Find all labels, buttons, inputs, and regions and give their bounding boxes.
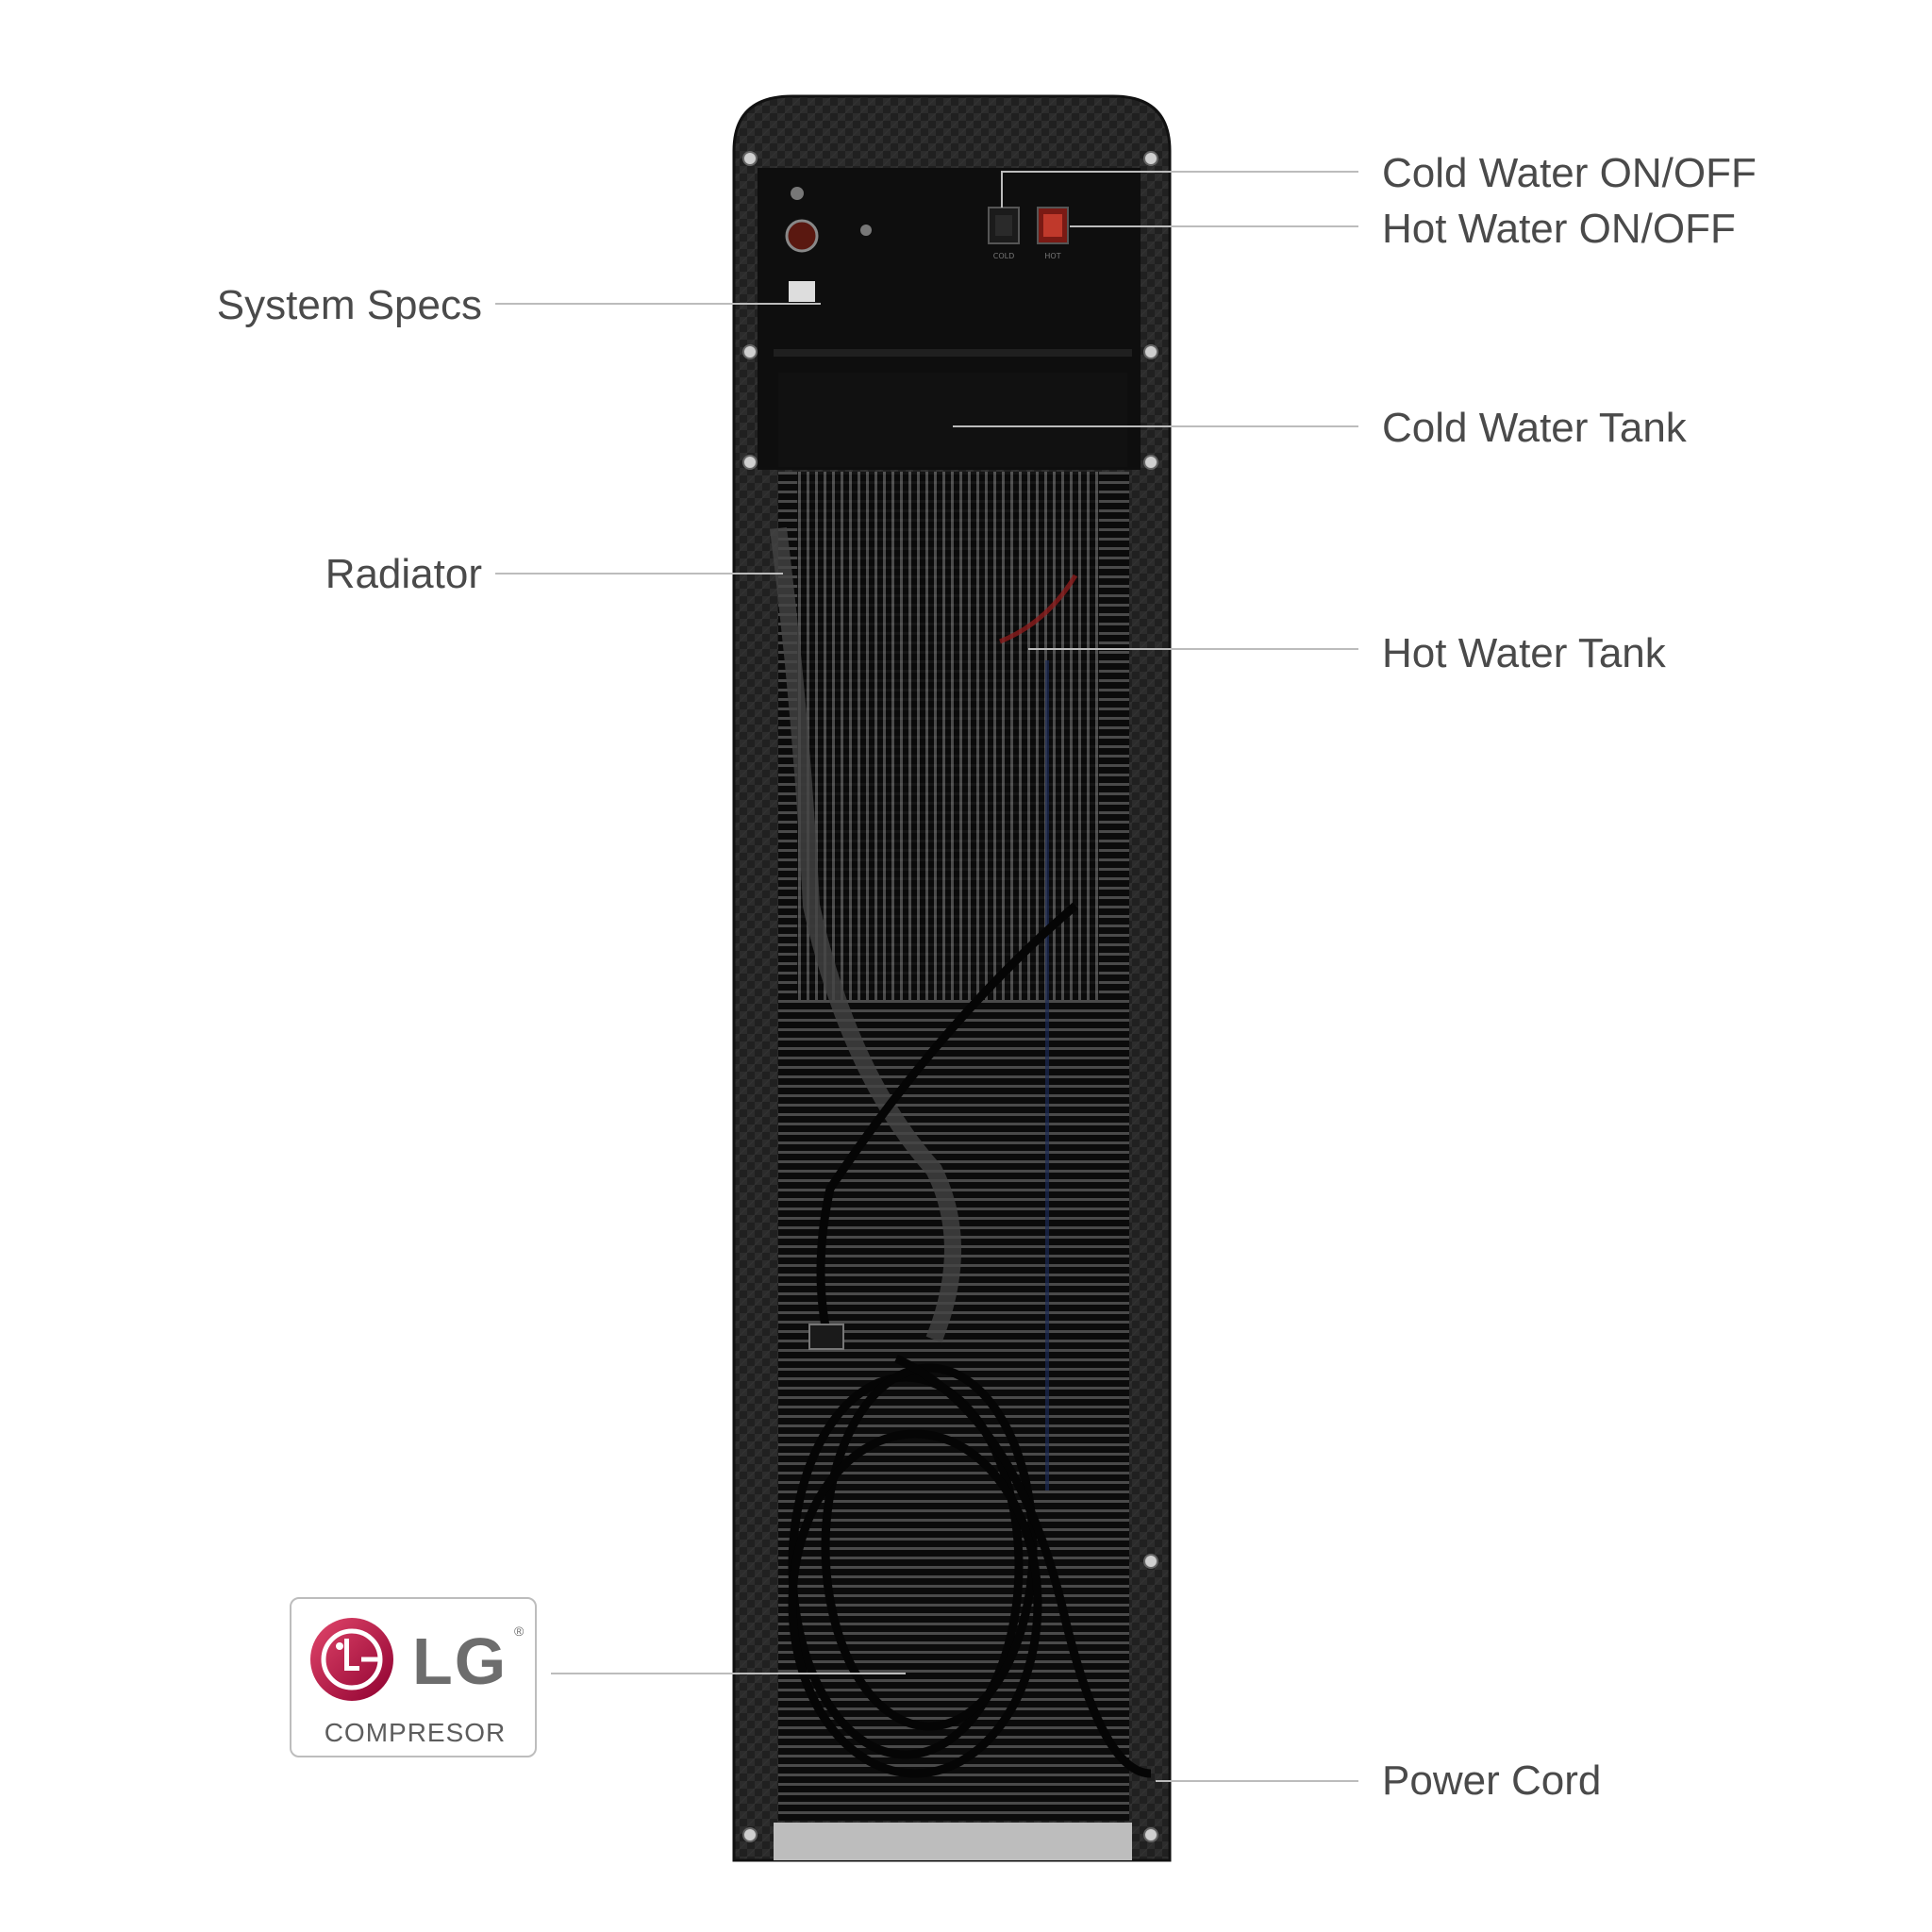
base-plate (774, 1823, 1132, 1860)
compressor-caption: COMPRESOR (324, 1718, 507, 1747)
callout-cold-water-tank: Cold Water Tank (1382, 405, 1687, 451)
callout-cold-water-switch: Cold Water ON/OFF (1382, 150, 1757, 196)
callout-radiator: Radiator (325, 551, 482, 597)
cold-switch-leader (1001, 171, 1358, 208)
callout-power-cord: Power Cord (1382, 1757, 1602, 1804)
thermostat-knob-icon[interactable] (785, 219, 819, 253)
hot-water-switch[interactable] (1037, 207, 1069, 244)
screws (742, 151, 1158, 1842)
hot-switch-caption: HOT (1044, 252, 1060, 260)
callout-system-specs: System Specs (216, 282, 482, 328)
callout-hot-water-switch: Hot Water ON/OFF (1382, 206, 1736, 252)
dispenser-cabinet: COLD HOT (732, 94, 1172, 1862)
registered-mark: ® (514, 1624, 525, 1639)
cold-water-switch[interactable] (988, 207, 1020, 244)
callout-leader-lines (495, 171, 1358, 1782)
cold-switch-caption: COLD (993, 252, 1015, 260)
power-cord-coil (788, 902, 1152, 1778)
lg-brand-text: LG (412, 1624, 508, 1698)
callout-hot-water-tank: Hot Water Tank (1382, 630, 1666, 676)
power-plug (808, 1324, 844, 1350)
lg-logo-icon (310, 1618, 393, 1701)
spec-sticker (789, 281, 815, 302)
lg-compressor-badge: LG ® COMPRESOR (290, 1597, 537, 1757)
